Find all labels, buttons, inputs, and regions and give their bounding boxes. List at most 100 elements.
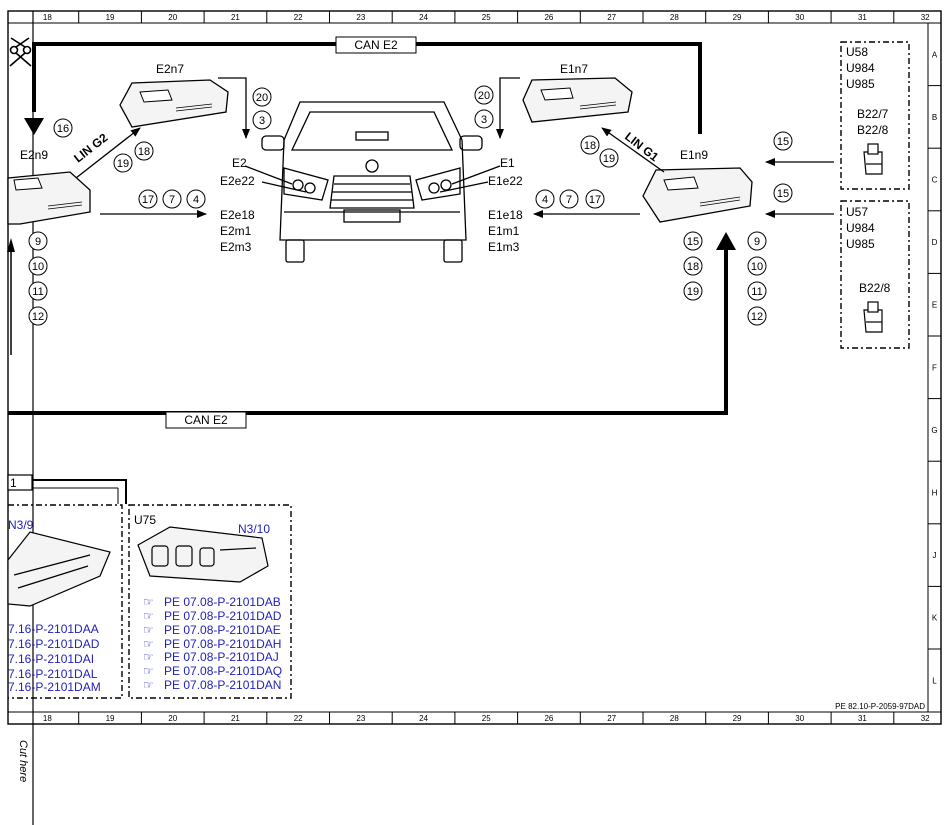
grid-column-label: 20 bbox=[168, 714, 177, 723]
svg-text:9: 9 bbox=[754, 236, 760, 248]
callout-7: 7 bbox=[162, 189, 182, 209]
callout-16: 16 bbox=[53, 118, 73, 138]
svg-text:15: 15 bbox=[687, 236, 699, 248]
svg-text:12: 12 bbox=[751, 311, 763, 323]
svg-text:☞: ☞ bbox=[143, 637, 154, 651]
svg-text:18: 18 bbox=[584, 140, 596, 152]
grid-column-label: 19 bbox=[106, 714, 115, 723]
svg-text:20: 20 bbox=[256, 92, 268, 104]
svg-text:19: 19 bbox=[687, 286, 699, 298]
grid-column-label: 24 bbox=[419, 13, 428, 22]
svg-text:B22/8: B22/8 bbox=[857, 123, 889, 137]
svg-text:PE 07.08-P-2101DAN: PE 07.08-P-2101DAN bbox=[164, 678, 281, 692]
variant-box-top: U58 U984 U985 B22/7 B22/8 bbox=[840, 41, 910, 190]
callout-15: 15 bbox=[683, 231, 703, 251]
svg-text:☞: ☞ bbox=[143, 650, 154, 664]
lamp-label-e2m1: E2m1 bbox=[220, 224, 252, 238]
right-connections bbox=[439, 77, 834, 218]
module-e2n7 bbox=[119, 79, 229, 128]
svg-text:☞: ☞ bbox=[143, 664, 154, 678]
callout-18: 18 bbox=[134, 141, 154, 161]
svg-text:U985: U985 bbox=[846, 237, 875, 251]
grid-column-label: 24 bbox=[419, 714, 428, 723]
callout-11: 11 bbox=[28, 281, 48, 301]
grid-column-label: 32 bbox=[921, 714, 930, 723]
svg-text:☞: ☞ bbox=[143, 595, 154, 609]
svg-text:16: 16 bbox=[57, 123, 69, 135]
bus-arrow-up bbox=[716, 232, 736, 250]
module-label-e1n7: E1n7 bbox=[560, 62, 588, 76]
grid-column-label: 29 bbox=[733, 13, 742, 22]
grid-row-label: K bbox=[932, 614, 938, 623]
doc-reference: PE 82.10-P-2059-97DAD bbox=[835, 702, 925, 711]
svg-text:9: 9 bbox=[35, 236, 41, 248]
callout-19: 19 bbox=[683, 281, 703, 301]
grid-row-label: H bbox=[932, 489, 938, 498]
grid-row-label: G bbox=[931, 426, 937, 435]
callout-19: 19 bbox=[113, 153, 133, 173]
svg-text:15: 15 bbox=[777, 136, 789, 148]
callout-11: 11 bbox=[747, 281, 767, 301]
left-connections bbox=[75, 77, 307, 218]
lamp-label-e1m1: E1m1 bbox=[488, 224, 520, 238]
module-e2n9 bbox=[7, 171, 91, 225]
svg-text:19: 19 bbox=[603, 153, 615, 165]
module-e1n9 bbox=[642, 167, 753, 223]
callout-15: 15 bbox=[773, 131, 793, 151]
lamp-label-e2m3: E2m3 bbox=[220, 240, 252, 254]
svg-text:17: 17 bbox=[589, 194, 601, 206]
svg-text:7.16-P-2101DAI: 7.16-P-2101DAI bbox=[8, 652, 94, 666]
svg-text:PE 07.08-P-2101DAB: PE 07.08-P-2101DAB bbox=[164, 595, 281, 609]
svg-text:7: 7 bbox=[566, 194, 572, 206]
grid-column-label: 27 bbox=[607, 714, 616, 723]
svg-text:10: 10 bbox=[32, 261, 44, 273]
callout-4: 4 bbox=[186, 189, 206, 209]
module-label-e1n9: E1n9 bbox=[680, 148, 708, 162]
ecu-box-left: N3/9 7.16-P-2101DAA 7.16-P-2101DAD 7.16-… bbox=[7, 504, 123, 699]
svg-text:U57: U57 bbox=[846, 205, 868, 219]
grid-column-label: 25 bbox=[482, 714, 491, 723]
scissors-icon bbox=[9, 37, 32, 67]
callout-17: 17 bbox=[585, 189, 605, 209]
svg-text:3: 3 bbox=[481, 114, 487, 126]
callout-17: 17 bbox=[138, 189, 158, 209]
svg-text:18: 18 bbox=[138, 146, 150, 158]
svg-text:7.16-P-2101DAM: 7.16-P-2101DAM bbox=[8, 680, 101, 694]
grid-column-label: 23 bbox=[356, 714, 365, 723]
lamp-label-e1e18: E1e18 bbox=[488, 208, 523, 222]
cut-here-label: Cut here bbox=[17, 740, 29, 782]
grid-row-label: C bbox=[932, 176, 938, 185]
lamp-label-e1e22: E1e22 bbox=[488, 174, 523, 188]
callout-20: 20 bbox=[474, 85, 494, 105]
grid-row-label: F bbox=[932, 363, 937, 372]
svg-text:7.16-P-2101DAD: 7.16-P-2101DAD bbox=[8, 637, 100, 651]
svg-text:7.16-P-2101DAL: 7.16-P-2101DAL bbox=[8, 667, 98, 681]
svg-text:20: 20 bbox=[478, 90, 490, 102]
svg-text:PE 07.08-P-2101DAE: PE 07.08-P-2101DAE bbox=[164, 623, 281, 637]
grid-row-label: J bbox=[933, 551, 937, 560]
svg-text:B22/7: B22/7 bbox=[857, 107, 889, 121]
car-front-view bbox=[261, 101, 483, 263]
callout-3: 3 bbox=[252, 110, 272, 130]
svg-text:19: 19 bbox=[117, 158, 129, 170]
bus-arrow-down bbox=[24, 118, 44, 135]
svg-text:12: 12 bbox=[32, 311, 44, 323]
callout-3: 3 bbox=[474, 109, 494, 129]
callout-18: 18 bbox=[580, 135, 600, 155]
callout-18: 18 bbox=[683, 256, 703, 276]
can-bottom-label-box bbox=[165, 411, 247, 429]
svg-text:18: 18 bbox=[687, 261, 699, 273]
bus-partial-box: 1 bbox=[7, 474, 127, 504]
grid-index: 1818191920202121222223232424252526262727… bbox=[43, 11, 941, 724]
svg-text:U984: U984 bbox=[846, 61, 875, 75]
svg-text:PE 07.08-P-2101DAD: PE 07.08-P-2101DAD bbox=[164, 609, 282, 623]
svg-text:PE 07.08-P-2101DAQ: PE 07.08-P-2101DAQ bbox=[164, 664, 282, 678]
module-label-e2n7: E2n7 bbox=[156, 62, 184, 76]
lamp-label-e1: E1 bbox=[500, 156, 515, 170]
svg-text:U58: U58 bbox=[846, 45, 868, 59]
variant-box-bottom: U57 U984 U985 B22/8 bbox=[840, 200, 910, 349]
grid-column-label: 30 bbox=[795, 714, 804, 723]
ecu-right-code: U75 bbox=[134, 513, 156, 527]
ecu-right-refs: ☞PE 07.08-P-2101DAB ☞PE 07.08-P-2101DAD … bbox=[143, 595, 282, 692]
